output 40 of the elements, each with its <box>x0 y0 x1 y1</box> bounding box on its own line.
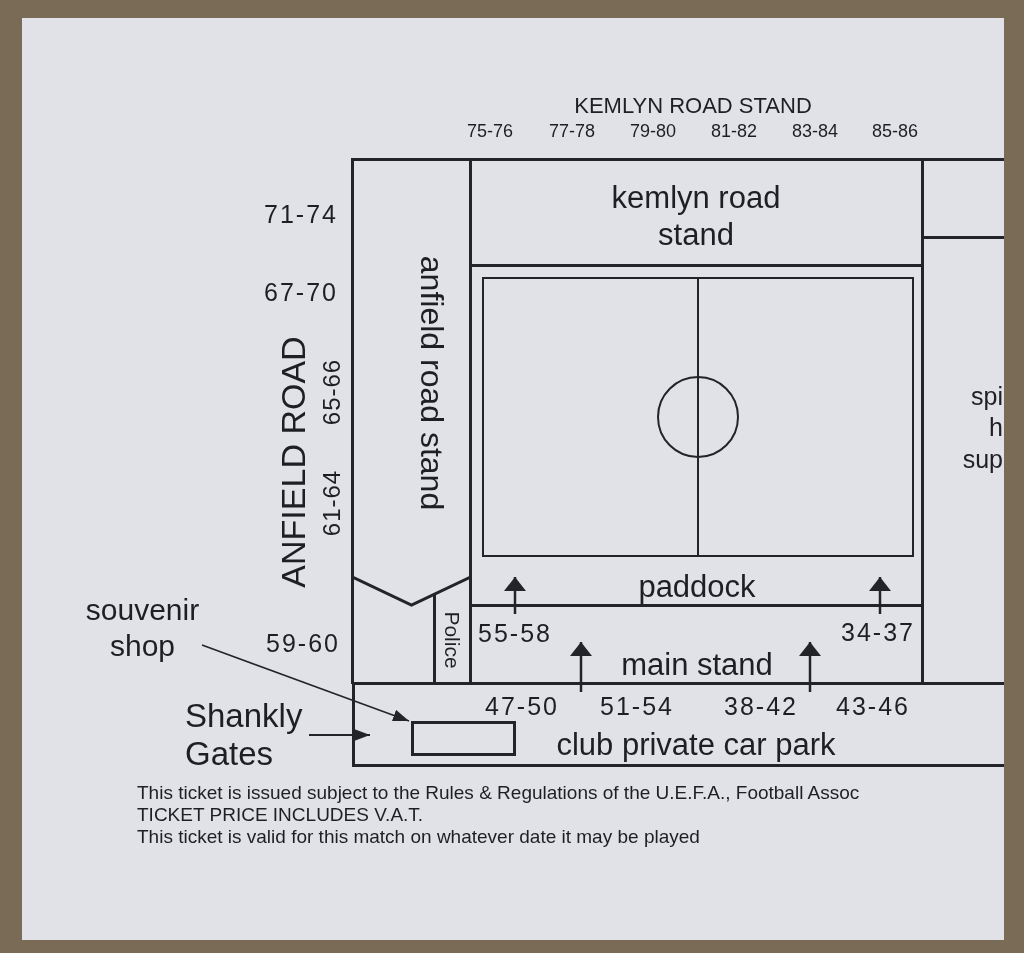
area-name: club private car park <box>556 726 836 764</box>
entrance-number: 79-80 <box>630 120 676 142</box>
souvenir-shop-block <box>411 721 516 756</box>
place-label: souvenir shop <box>85 592 200 664</box>
entrance-number: 75-76 <box>467 120 513 142</box>
car-park-area <box>352 682 1004 767</box>
entrance-number: 47-50 <box>485 691 559 721</box>
entrance-number: 43-46 <box>836 691 910 721</box>
entrance-number: 34-37 <box>841 617 915 647</box>
stand-name: spi h sup <box>962 381 1003 475</box>
entrance-arrow <box>869 577 891 614</box>
place-label: Shankly Gates <box>185 697 304 773</box>
entrance-number: 77-78 <box>549 120 595 142</box>
entrance-number: 65-66 <box>318 358 346 426</box>
entrance-number: 71-74 <box>264 199 338 229</box>
entrance-number: 67-70 <box>264 277 338 307</box>
stand-name: main stand <box>621 646 773 684</box>
stand-heading: KEMLYN ROAD STAND <box>574 93 812 119</box>
entrance-number: 81-82 <box>711 120 757 142</box>
entrance-number: 85-86 <box>872 120 918 142</box>
entrance-number: 38-42 <box>724 691 798 721</box>
entrance-number: 55-58 <box>478 618 552 648</box>
leader-line <box>201 644 410 722</box>
entrance-arrow <box>504 577 526 614</box>
terms-text: This ticket is valid for this match on whatever date it may be played <box>137 826 700 848</box>
entrance-number: 59-60 <box>266 628 340 658</box>
stand-name: anfield road stand <box>413 255 452 511</box>
road-name: ANFIELD ROAD <box>274 336 314 588</box>
entrance-arrow <box>799 642 821 692</box>
area-name: Police <box>439 611 465 669</box>
entrance-number: 51-54 <box>600 691 674 721</box>
entrance-arrow <box>570 642 592 692</box>
terms-text: TICKET PRICE INCLUDES V.A.T. <box>137 804 424 826</box>
entrance-number: 61-64 <box>318 469 346 537</box>
stand-name: kemlyn road stand <box>611 178 781 254</box>
stand-section <box>351 158 472 607</box>
terms-text: This ticket is issued subject to the Rules & Regulations of the U.E.F.A., Football Assoc <box>137 782 860 804</box>
area-name: paddock <box>638 568 756 606</box>
entrance-number: 83-84 <box>792 120 838 142</box>
arrow <box>308 729 371 741</box>
